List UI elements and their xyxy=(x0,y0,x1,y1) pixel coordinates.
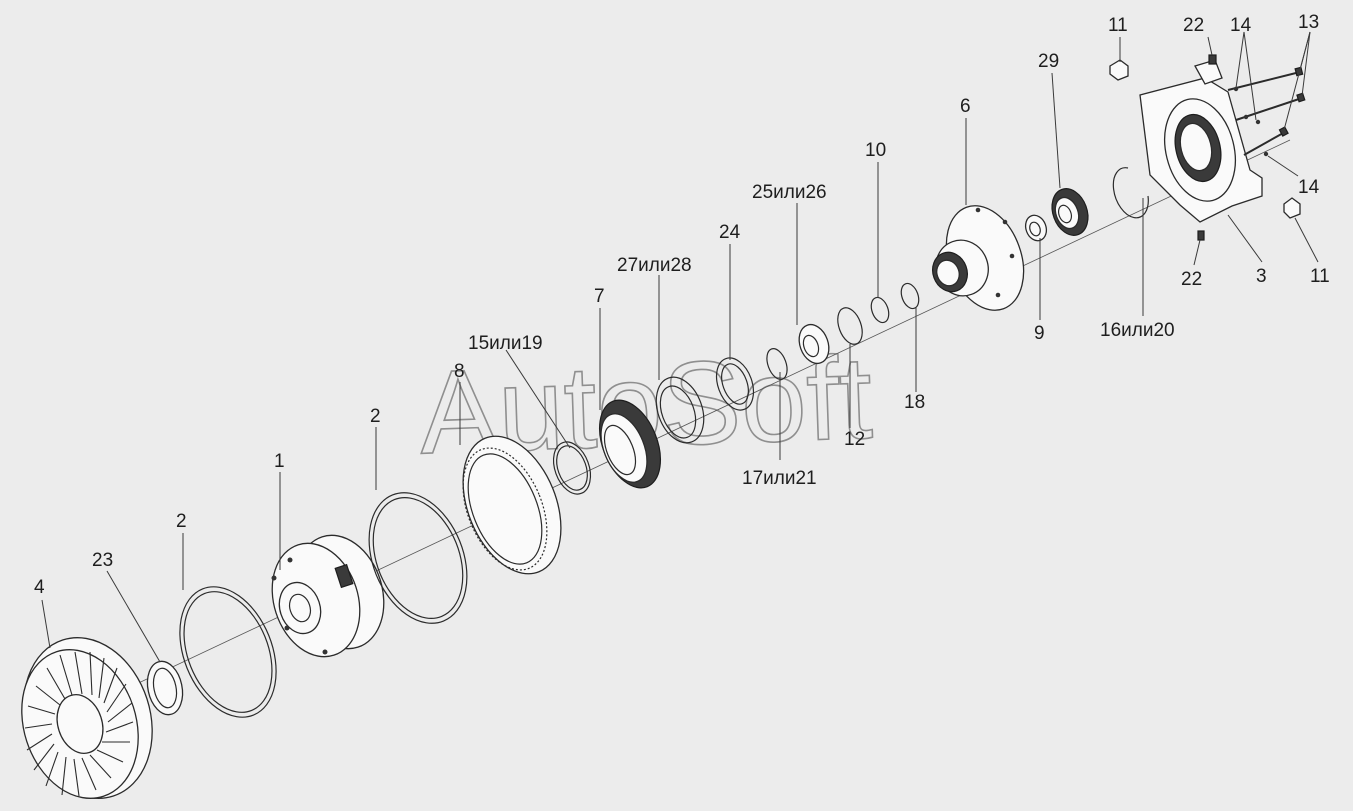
part-9-needle-bearing xyxy=(1024,214,1048,242)
part-3-rear-cover xyxy=(1139,59,1263,223)
callout-16-20: 16или20 xyxy=(1100,320,1175,341)
part-17-21-retaining-ring xyxy=(766,348,788,380)
callout-2-rear: 2 xyxy=(370,406,381,427)
callout-14-top: 14 xyxy=(1230,15,1252,36)
leader-lines xyxy=(41,31,1319,663)
callout-7: 7 xyxy=(594,286,605,307)
callout-3: 3 xyxy=(1256,266,1267,287)
callout-4: 4 xyxy=(34,577,45,598)
callout-14-bottom: 14 xyxy=(1298,177,1320,198)
callout-13: 13 xyxy=(1298,12,1319,33)
part-15-19-snap-ring xyxy=(552,441,592,495)
callout-25-26: 25или26 xyxy=(752,182,827,203)
part-22-pin-bottom xyxy=(1197,230,1205,241)
callout-8: 8 xyxy=(454,361,465,382)
callout-22-top: 22 xyxy=(1183,15,1204,36)
callout-17-21: 17или21 xyxy=(742,468,817,489)
part-14-washers xyxy=(1233,86,1269,157)
callout-22-bottom: 22 xyxy=(1181,269,1202,290)
part-18-ring xyxy=(900,282,920,310)
callout-27-28: 27или28 xyxy=(617,255,692,276)
part-2-gasket-rear xyxy=(368,492,468,624)
callout-15-19: 15или19 xyxy=(468,333,543,354)
callout-1: 1 xyxy=(274,451,285,472)
assembly-axis xyxy=(59,139,1291,721)
callout-9: 9 xyxy=(1034,323,1045,344)
part-27-28-washer xyxy=(655,376,705,444)
part-16-20-circlip xyxy=(1112,167,1149,219)
callout-6: 6 xyxy=(960,96,971,117)
callout-labels: 4 23 2 1 2 8 15или19 7 27или28 24 17или2… xyxy=(34,12,1330,598)
part-22-pin-top xyxy=(1208,54,1217,65)
callout-18: 18 xyxy=(904,392,925,413)
part-7-gear xyxy=(599,399,661,489)
part-23-seal xyxy=(146,660,184,716)
callout-23: 23 xyxy=(92,550,113,571)
part-11-plug-bottom xyxy=(1283,197,1301,219)
part-4-fan-impeller xyxy=(21,637,153,799)
part-24-thrust-washer xyxy=(715,357,755,411)
part-2-gasket-front xyxy=(179,586,277,718)
part-25-26-bearing xyxy=(798,323,830,365)
callout-29: 29 xyxy=(1038,51,1059,72)
part-29-ball-bearing xyxy=(1051,188,1089,236)
callout-11-top: 11 xyxy=(1108,15,1128,36)
callout-12: 12 xyxy=(844,429,865,450)
callout-11-bottom: 11 xyxy=(1310,266,1330,287)
part-10-ring xyxy=(870,296,890,324)
part-1-pump-housing xyxy=(271,534,385,658)
callout-2-front: 2 xyxy=(176,511,187,532)
part-6-flange-shaft xyxy=(932,205,1025,311)
part-8-ring-gear xyxy=(462,435,562,575)
part-12-o-ring xyxy=(837,307,863,345)
callout-24: 24 xyxy=(719,222,741,243)
part-11-plug-top xyxy=(1109,59,1129,81)
callout-10: 10 xyxy=(865,140,886,161)
